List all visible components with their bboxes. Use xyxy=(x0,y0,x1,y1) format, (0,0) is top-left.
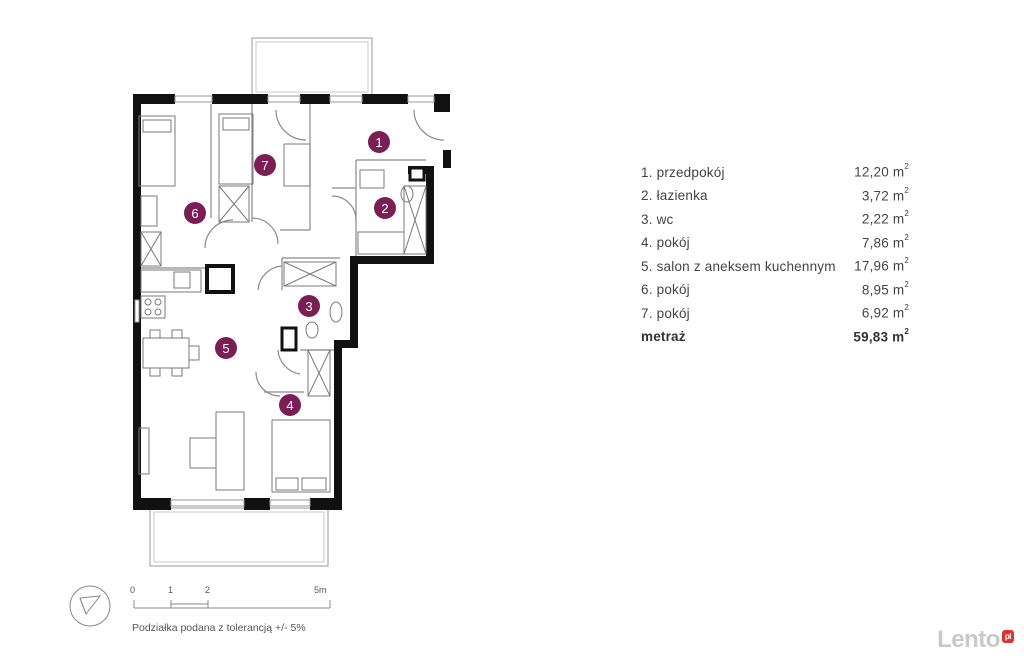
scale-tick-5m: 5m xyxy=(314,585,327,595)
room-marker-7: 7 xyxy=(254,154,276,176)
scale-labels: 0 1 2 5m xyxy=(128,585,338,599)
tolerance-note: Podziałka podana z tolerancją +/- 5% xyxy=(132,622,306,634)
shafts xyxy=(205,166,426,352)
room-marker-3: 3 xyxy=(298,295,320,317)
interior-lines xyxy=(141,104,445,397)
furniture xyxy=(138,113,427,493)
room-markers: 1 2 3 4 5 6 7 xyxy=(184,131,396,416)
svg-text:4: 4 xyxy=(286,398,293,413)
room-marker-1: 1 xyxy=(368,131,390,153)
top-balcony xyxy=(251,37,373,97)
walls xyxy=(133,94,451,510)
compass-icon xyxy=(69,585,111,627)
bottom-balcony xyxy=(149,507,329,567)
room-marker-6: 6 xyxy=(184,202,206,224)
svg-text:5: 5 xyxy=(222,341,229,356)
svg-text:1: 1 xyxy=(375,135,382,150)
scale-tick-1: 1 xyxy=(168,585,174,595)
scale-tick-0: 0 xyxy=(130,585,136,595)
room-marker-5: 5 xyxy=(215,337,237,359)
room-marker-2: 2 xyxy=(374,197,396,219)
scale-bar xyxy=(133,600,331,609)
svg-text:6: 6 xyxy=(191,206,198,221)
scale-tick-2: 2 xyxy=(205,585,211,595)
room-marker-4: 4 xyxy=(279,394,301,416)
svg-text:3: 3 xyxy=(305,299,312,314)
svg-text:2: 2 xyxy=(381,201,388,216)
windows xyxy=(134,95,435,507)
svg-text:7: 7 xyxy=(261,158,268,173)
